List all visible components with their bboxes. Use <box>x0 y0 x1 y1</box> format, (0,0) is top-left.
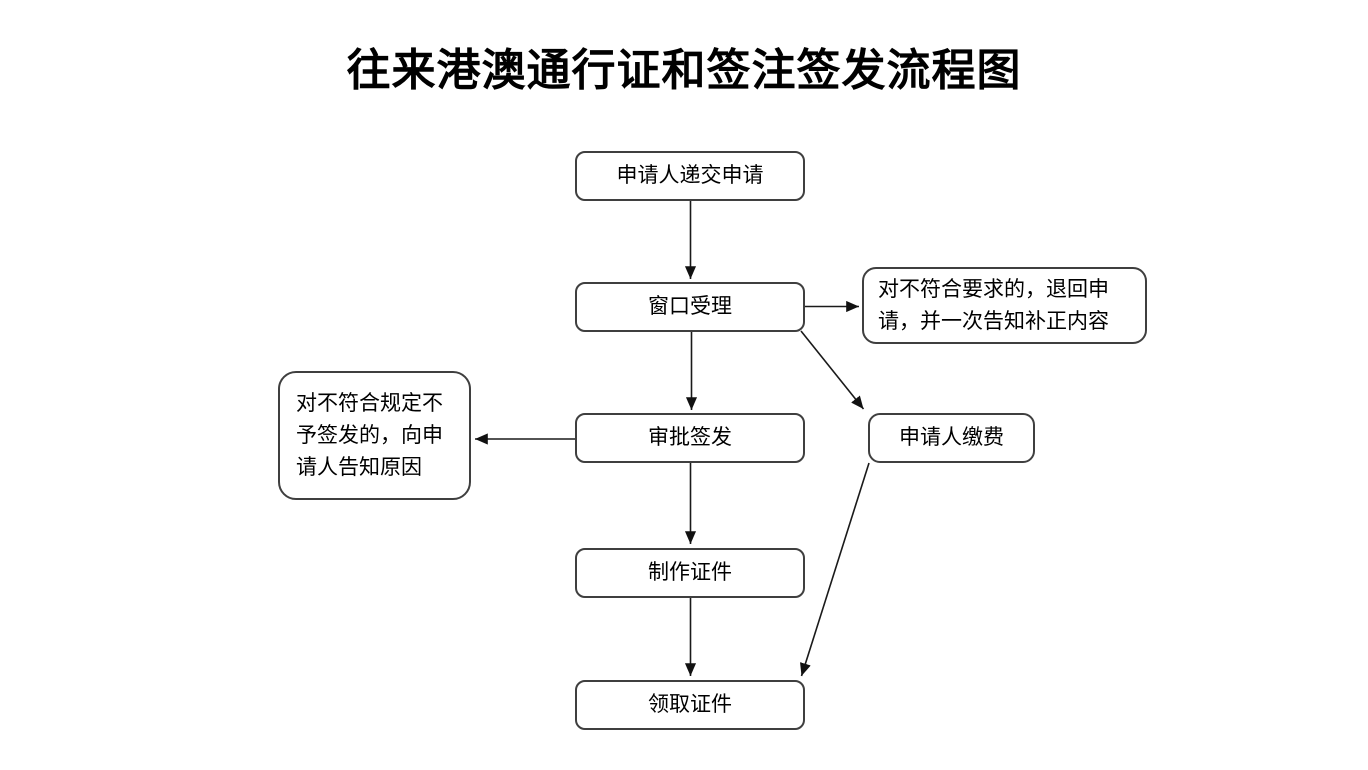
flow-node-submit-application-label: 申请人递交申请 <box>616 164 764 187</box>
flow-node-approval-issuance-label: 审批签发 <box>648 426 732 449</box>
flow-node-submit-application: 申请人递交申请 <box>575 151 805 201</box>
diagram-title: 往来港澳通行证和签注签发流程图 <box>346 46 1022 95</box>
flow-node-collect-document-label: 领取证件 <box>648 693 732 716</box>
flow-node-return-application-note: 对不符合要求的，退回申 请，并一次告知补正内容 <box>862 267 1147 344</box>
flow-node-window-acceptance-label: 窗口受理 <box>648 295 732 318</box>
flow-node-return-application-note-label: 对不符合要求的，退回申 请，并一次告知补正内容 <box>878 277 1109 333</box>
flow-node-approval-issuance: 审批签发 <box>575 413 805 463</box>
arrow-pay-to-collect <box>800 462 870 677</box>
flow-node-produce-document-label: 制作证件 <box>648 561 732 584</box>
flow-node-notify-reason-note-label: 对不符合规定不 予签发的，向申 请人告知原因 <box>296 391 443 479</box>
flow-node-window-acceptance: 窗口受理 <box>575 282 805 332</box>
flow-node-produce-document: 制作证件 <box>575 548 805 598</box>
arrow-accept-to-pay <box>800 330 865 410</box>
flow-node-applicant-payment-label: 申请人缴费 <box>899 426 1004 449</box>
flow-node-collect-document: 领取证件 <box>575 680 805 730</box>
flow-node-applicant-payment: 申请人缴费 <box>868 413 1035 463</box>
flow-node-notify-reason-note: 对不符合规定不 予签发的，向申 请人告知原因 <box>278 371 471 500</box>
